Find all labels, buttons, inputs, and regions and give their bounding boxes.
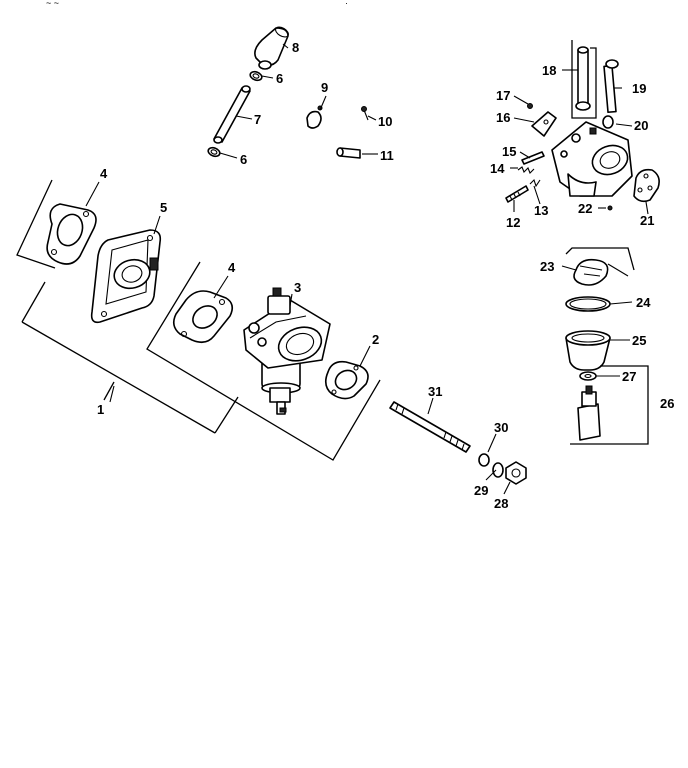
callout-29: 29 xyxy=(474,483,488,498)
callout-23: 23 xyxy=(540,259,554,274)
callout-2: 2 xyxy=(372,332,379,347)
spring-14 xyxy=(517,166,535,174)
solenoid-26 xyxy=(570,365,649,445)
heat-shield xyxy=(90,229,162,324)
gasket-left xyxy=(46,203,97,265)
screw-22 xyxy=(607,205,613,211)
callout-19: 19 xyxy=(632,81,646,96)
pin-11 xyxy=(336,147,361,159)
kit-bracket-1 xyxy=(16,179,239,434)
nut-28 xyxy=(505,461,527,485)
gasket-middle xyxy=(172,290,234,344)
callout-15: 15 xyxy=(502,144,516,159)
washer-27 xyxy=(579,371,597,381)
callout-6-upper: 6 xyxy=(276,71,283,86)
callout-5: 5 xyxy=(160,200,167,215)
needle-15 xyxy=(521,151,545,165)
fuel-line xyxy=(213,85,251,144)
hose-clamp-lower xyxy=(207,146,221,158)
callout-4-middle: 4 xyxy=(228,260,236,275)
lock-washer-30 xyxy=(478,453,490,467)
callout-3: 3 xyxy=(294,280,301,295)
leader-lines xyxy=(85,43,649,495)
mounting-stud-31 xyxy=(389,401,471,453)
callout-16: 16 xyxy=(496,110,510,125)
callout-9: 9 xyxy=(321,80,328,95)
screw-17 xyxy=(527,103,533,109)
callout-27: 27 xyxy=(622,369,636,384)
callout-25: 25 xyxy=(632,333,646,348)
cover-gasket-21 xyxy=(633,168,660,203)
hose-clamp-upper xyxy=(249,70,263,82)
carburetor-body-upper xyxy=(551,121,633,197)
callout-4-left: 4 xyxy=(100,166,108,181)
callout-17: 17 xyxy=(496,88,510,103)
callout-6-lower: 6 xyxy=(240,152,247,167)
diaphragm-plate-16 xyxy=(531,111,557,137)
carburetor-main xyxy=(243,287,331,415)
washer-29 xyxy=(492,462,504,478)
screw-10 xyxy=(361,106,369,121)
callout-13: 13 xyxy=(534,203,548,218)
callout-21: 21 xyxy=(640,213,654,228)
header-mark-right: · xyxy=(345,0,348,8)
callout-30: 30 xyxy=(494,420,508,435)
fuel-tube-19 xyxy=(603,59,619,114)
callout-7: 7 xyxy=(254,112,261,127)
callout-11: 11 xyxy=(380,148,394,163)
callout-24: 24 xyxy=(636,295,651,310)
callout-28: 28 xyxy=(494,496,508,511)
callout-8: 8 xyxy=(292,40,299,55)
callout-26: 26 xyxy=(660,396,674,411)
kit-bracket-2 xyxy=(146,261,381,461)
float-23 xyxy=(565,247,635,286)
fitting-20 xyxy=(602,115,614,129)
fuel-filter xyxy=(254,26,289,70)
header-mark-left: ~ ~ xyxy=(46,0,59,8)
callout-10: 10 xyxy=(378,114,392,129)
callout-22: 22 xyxy=(578,201,592,216)
gasket-carb-flange xyxy=(324,360,369,400)
callout-31: 31 xyxy=(428,384,442,399)
callout-20: 20 xyxy=(634,118,648,133)
callout-18: 18 xyxy=(542,63,556,78)
idle-screw-12 xyxy=(505,185,529,203)
callout-14: 14 xyxy=(490,161,505,176)
callout-1: 1 xyxy=(97,402,104,417)
callout-12: 12 xyxy=(506,215,520,230)
spring-13 xyxy=(529,178,541,188)
fuel-tube-18 xyxy=(571,40,597,119)
bowl-oring-24 xyxy=(565,296,611,312)
fuel-bowl-25 xyxy=(565,330,611,371)
